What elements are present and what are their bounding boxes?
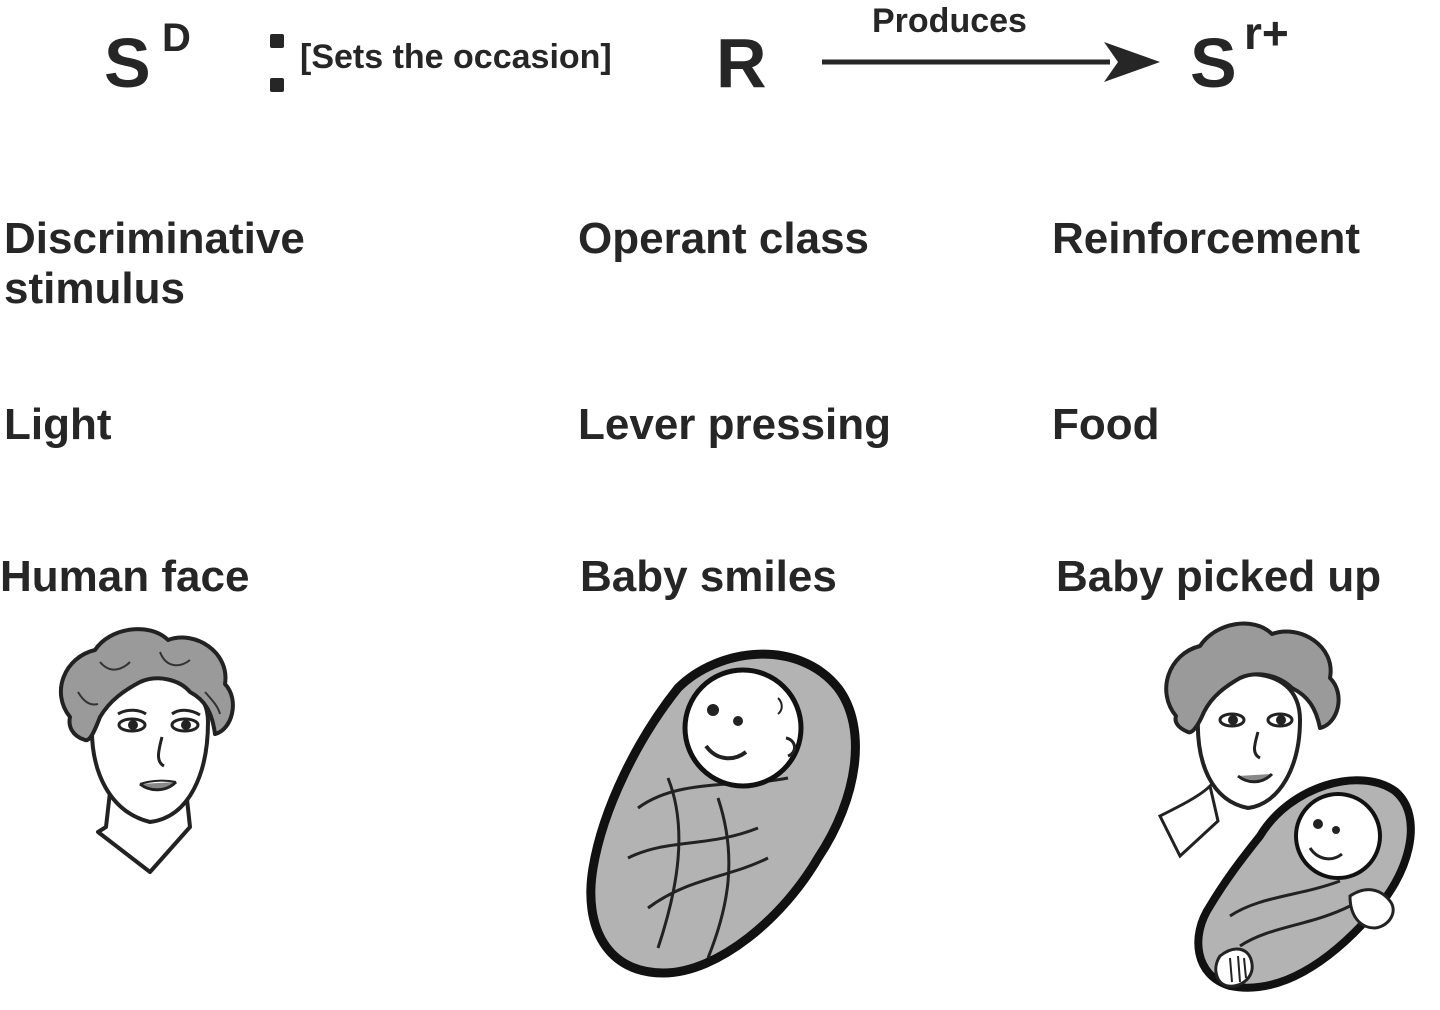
column-header-left-line1: Discriminative <box>4 214 305 263</box>
row1-middle: Lever pressing <box>578 400 892 449</box>
column-header-left: Discriminative stimulus <box>4 214 305 314</box>
swaddled-baby-icon <box>586 649 860 978</box>
sd-symbol: S <box>104 28 151 98</box>
row1-left: Light <box>4 400 112 449</box>
row2-left: Human face <box>0 552 250 601</box>
row1-right: Food <box>1052 400 1160 449</box>
sr-superscript: r+ <box>1244 7 1289 59</box>
woman-face-icon <box>59 627 235 874</box>
sd-base: S <box>104 24 151 102</box>
produces-arrow <box>822 42 1160 82</box>
column-header-middle: Operant class <box>578 214 870 263</box>
sr-symbol: S <box>1190 24 1237 102</box>
produces-label: Produces <box>872 2 1027 40</box>
mother-holding-baby-icon <box>1157 621 1415 992</box>
sd-superscript: D <box>162 16 191 60</box>
r-symbol: R <box>716 24 767 102</box>
sets-occasion-label: [Sets the occasion] <box>300 38 612 76</box>
column-header-right: Reinforcement <box>1052 214 1361 263</box>
row2-middle: Baby smiles <box>580 552 837 601</box>
row2-right: Baby picked up <box>1056 552 1382 601</box>
colon-mark <box>270 34 286 94</box>
column-header-left-line2: stimulus <box>4 264 185 313</box>
